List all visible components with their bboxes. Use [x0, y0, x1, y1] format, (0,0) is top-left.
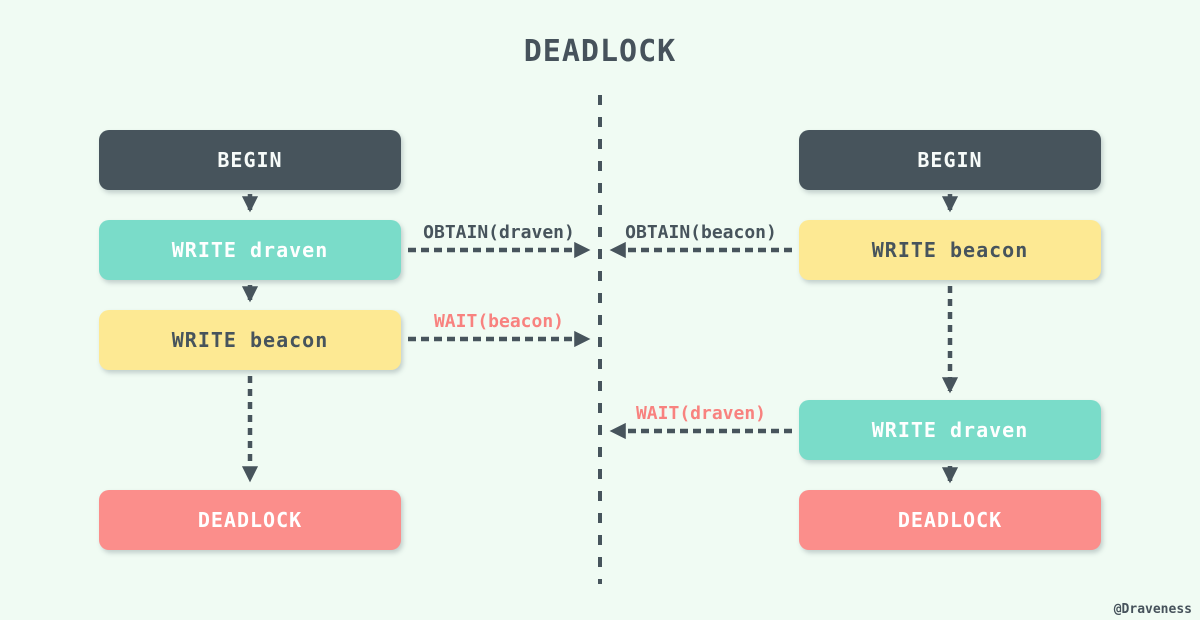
node-label: DEADLOCK: [897, 508, 1003, 532]
node-label: WRITE beacon: [871, 238, 1029, 262]
node-left-begin: BEGIN: [99, 130, 401, 190]
node-right-write-draven: WRITE draven: [799, 400, 1101, 460]
node-label: WRITE beacon: [171, 328, 329, 352]
edge-label-obtain-draven: OBTAIN(draven): [423, 222, 575, 243]
node-right-begin: BEGIN: [799, 130, 1101, 190]
node-left-write-draven: WRITE draven: [99, 220, 401, 280]
edge-label-wait-draven: WAIT(draven): [635, 403, 767, 424]
node-left-deadlock: DEADLOCK: [99, 490, 401, 550]
node-right-deadlock: DEADLOCK: [799, 490, 1101, 550]
node-label: WRITE draven: [171, 238, 329, 262]
node-label: BEGIN: [917, 148, 983, 172]
node-label: BEGIN: [217, 148, 283, 172]
edge-label-obtain-beacon: OBTAIN(beacon): [625, 222, 777, 243]
node-label: WRITE draven: [871, 418, 1029, 442]
node-label: DEADLOCK: [197, 508, 303, 532]
watermark-credit: @Draveness: [1113, 602, 1192, 617]
node-right-write-beacon: WRITE beacon: [799, 220, 1101, 280]
node-left-write-beacon: WRITE beacon: [99, 310, 401, 370]
diagram-title: DEADLOCK: [523, 34, 677, 69]
edge-label-wait-beacon: WAIT(beacon): [433, 311, 565, 332]
